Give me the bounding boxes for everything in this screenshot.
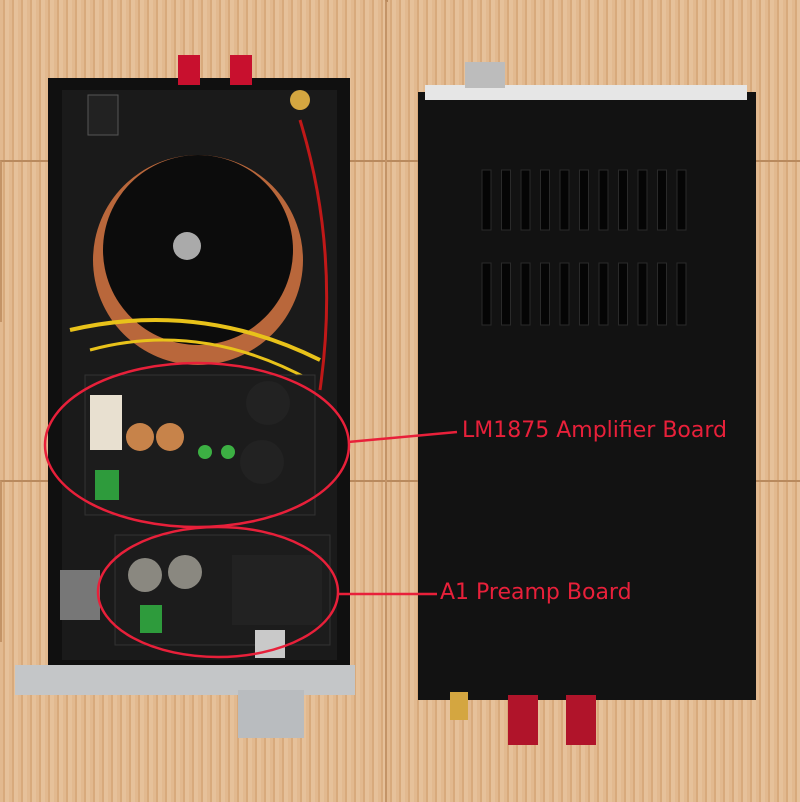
wood-plank — [0, 160, 800, 322]
wood-plank — [0, 480, 800, 642]
vent-slot — [540, 169, 550, 231]
annotations — [43, 361, 458, 659]
vent-slot — [676, 169, 687, 231]
vent-slot — [579, 169, 589, 231]
open-amplifier-chassis — [15, 55, 355, 738]
vent-slot — [481, 169, 492, 231]
vent-slot — [501, 169, 511, 231]
closed-amplifier-chassis — [418, 62, 756, 745]
preamp-board-label: A1 Preamp Board — [440, 580, 632, 605]
vent-slot — [637, 169, 648, 231]
vent-slot — [657, 169, 667, 231]
amplifier-callout-line — [347, 430, 458, 444]
vent-slot — [598, 262, 609, 326]
volume-knob — [238, 690, 304, 738]
vent-slot — [559, 262, 570, 326]
vent-slot — [520, 169, 531, 231]
vent-slot — [520, 262, 531, 326]
vent-slot — [657, 262, 667, 326]
vent-slot — [618, 262, 628, 326]
vent-slot — [579, 262, 589, 326]
preamp-board-highlight — [96, 525, 340, 659]
vent-slot — [559, 169, 570, 231]
vent-slot — [540, 262, 550, 326]
vent-slot — [481, 262, 492, 326]
vent-slot — [598, 169, 609, 231]
vent-slot — [637, 262, 648, 326]
vent-slot — [501, 262, 511, 326]
ventilation-slots — [481, 169, 687, 326]
vent-slot — [676, 262, 687, 326]
vent-slot — [618, 169, 628, 231]
amplifier-board-label: LM1875 Amplifier Board — [462, 418, 727, 443]
wood-plank — [385, 0, 388, 802]
